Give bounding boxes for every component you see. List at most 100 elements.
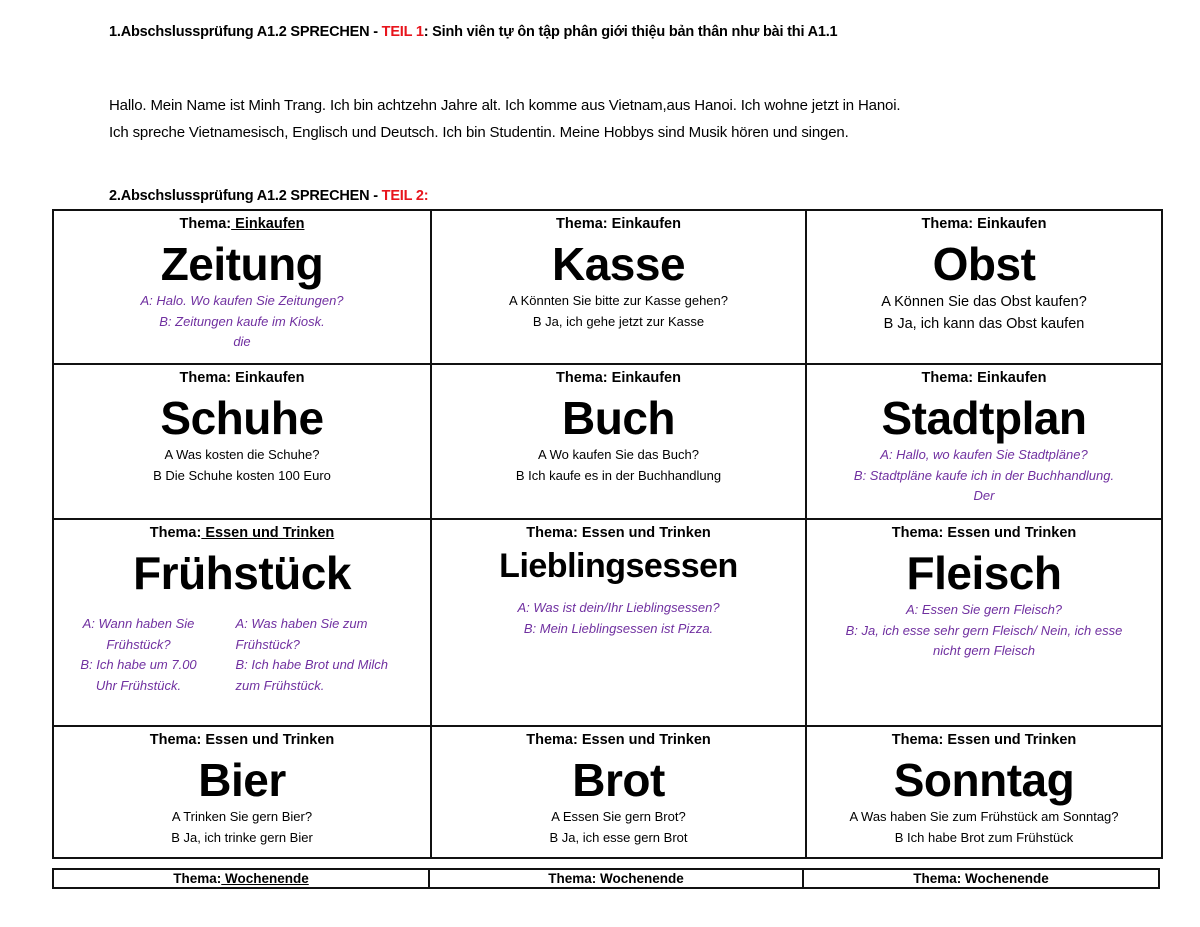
card-thema: Thema: Einkaufen [432, 369, 805, 387]
thema-label: Thema: [173, 871, 222, 886]
dialogue-line: A Was haben Sie zum Frühstück am Sonntag… [849, 809, 1119, 824]
card-thema: Thema: Essen und Trinken [807, 524, 1161, 542]
thema-value: Einkaufen [607, 370, 681, 386]
thema-label: Thema: [913, 871, 962, 886]
dialogue-line: B: Ich habe um 7.00 [80, 657, 197, 672]
dialogue-line: die [233, 334, 251, 349]
dialogue-line: A Können Sie das Obst kaufen? [881, 294, 1087, 310]
topic-card-header: Thema: Wochenende [52, 868, 430, 889]
card-thema: Thema: Einkaufen [54, 369, 430, 387]
card-dialogue: A Essen Sie gern Brot?B Ja, ich esse ger… [432, 807, 805, 848]
card-thema: Thema: Essen und Trinken [54, 731, 430, 749]
dialogue-line: A Was kosten die Schuhe? [164, 447, 320, 462]
dialogue-line: A: Essen Sie gern Fleisch? [905, 602, 1063, 617]
dialogue-line: A: Was haben Sie zum [235, 616, 368, 631]
heading-teil-label: TEIL 2: [381, 188, 429, 204]
dialogue-line: A Essen Sie gern Brot? [551, 809, 686, 824]
thema-value: Essen und Trinken [201, 732, 335, 748]
dialogue-line: B Ja, ich gehe jetzt zur Kasse [532, 313, 705, 329]
card-thema: Thema: Essen und Trinken [54, 524, 430, 542]
thema-label: Thema: [548, 871, 597, 886]
card-keyword: Kasse [551, 238, 686, 290]
dialogue-line: A: Halo. Wo kaufen Sie Zeitungen? [140, 293, 344, 308]
card-dialogue: A Könnten Sie bitte zur Kasse gehen?B Ja… [432, 291, 805, 332]
dialogue-line: A: Wann haben Sie [82, 616, 195, 631]
card-keyword: Brot [572, 754, 665, 806]
dialogue-line: A: Was ist dein/Ihr Lieblingsessen? [517, 600, 720, 615]
thema-value: Einkaufen [231, 370, 305, 386]
intro-paragraph: Hallo. Mein Name ist Minh Trang. Ich bin… [109, 92, 901, 146]
card-dialogue: A Können Sie das Obst kaufen? B Ja, ich k… [807, 291, 1161, 335]
card-thema: Thema: Einkaufen [54, 215, 430, 233]
dialogue-line: Uhr Frühstück. [95, 677, 182, 693]
thema-label: Thema: [556, 370, 608, 386]
card-dialogue: A Wo kaufen Sie das Buch? B Ich kaufe es … [432, 445, 805, 486]
heading-teil-label: TEIL 1 [381, 24, 424, 40]
card-keyword: Obst [932, 238, 1036, 290]
thema-value: Einkaufen [607, 216, 681, 232]
dialogue-line: B Ich kaufe es in der Buchhandlung [515, 467, 722, 483]
intro-line: Hallo. Mein Name ist Minh Trang. Ich bin… [109, 97, 901, 114]
card-thema: Thema: Essen und Trinken [432, 731, 805, 749]
thema-value: Essen und Trinken [943, 525, 1077, 541]
card-keyword: Buch [562, 392, 676, 444]
thema-value: Wochenende [221, 871, 309, 886]
card-dialogue: A: Was ist dein/Ihr Lieblingsessen? B: Me… [432, 598, 805, 639]
card-dialogue: A Trinken Sie gern Bier?B Ja, ich trinke… [54, 807, 430, 848]
topic-card-header: Thema: Wochenende [802, 868, 1160, 889]
card-keyword: Lieblingsessen [499, 547, 738, 585]
thema-label: Thema: [179, 216, 232, 232]
dialogue-line: B: Ich habe Brot und Milch [235, 657, 388, 672]
card-dialogue: A: Essen Sie gern Fleisch? B: Ja, ich ess… [807, 600, 1161, 662]
thema-label: Thema: [179, 370, 232, 386]
dialogue-line: zum Frühstück. [235, 677, 325, 693]
card-dialogue: A Was haben Sie zum Frühstück am Sonntag… [807, 807, 1161, 848]
thema-value: Wochenende [961, 871, 1049, 886]
dialogue-line: B Ja, ich kann das Obst kaufen [883, 316, 1085, 332]
heading-prefix: 2.Abschslussprüfung A1.2 SPRECHEN - [109, 188, 382, 204]
thema-label: Thema: [526, 732, 578, 748]
topic-card-header: Thema: Wochenende [428, 868, 804, 889]
thema-label: Thema: [556, 216, 608, 232]
thema-label: Thema: [921, 370, 974, 386]
dialogue-line: A Wo kaufen Sie das Buch? [538, 447, 699, 462]
card-thema: Thema: Essen und Trinken [432, 524, 805, 542]
thema-value: Einkaufen [973, 370, 1047, 386]
card-dialogue: A: Halo. Wo kaufen Sie Zeitungen? B: Zeit… [54, 291, 430, 353]
thema-value: Einkaufen [231, 216, 305, 232]
card-thema: Thema: Einkaufen [807, 215, 1161, 233]
card-keyword: Schuhe [160, 392, 324, 444]
thema-label: Thema: [891, 732, 944, 748]
dialogue-line: A: Hallo, wo kaufen Sie Stadtpläne? [880, 447, 1088, 462]
thema-label: Thema: [891, 525, 944, 541]
dialogue-line: B Ja, ich trinke gern Bier [171, 829, 313, 845]
card-thema: Thema: Einkaufen [432, 215, 805, 233]
dialogue-line: B: Mein Lieblingsessen ist Pizza. [523, 620, 714, 636]
intro-line: Ich spreche Vietnamesisch, Englisch und … [109, 124, 849, 141]
dialogue-line: Frühstück? [106, 636, 171, 652]
card-keyword: Zeitung [160, 238, 324, 290]
card-keyword: Frühstück [133, 547, 351, 599]
card-keyword: Fleisch [906, 547, 1062, 599]
thema-value: Essen und Trinken [943, 732, 1077, 748]
dialogue-line: B: Zeitungen kaufe im Kiosk. [159, 313, 325, 329]
thema-value: Wochenende [596, 871, 684, 886]
thema-value: Essen und Trinken [577, 525, 711, 541]
dialogue-line: B: Ja, ich esse sehr gern Fleisch/ Nein,… [845, 622, 1123, 638]
card-dialogue: A: Hallo, wo kaufen Sie Stadtpläne?B: St… [807, 445, 1161, 507]
thema-label: Thema: [149, 525, 202, 541]
section2-heading: 2.Abschslussprüfung A1.2 SPRECHEN - TEIL… [109, 188, 429, 204]
